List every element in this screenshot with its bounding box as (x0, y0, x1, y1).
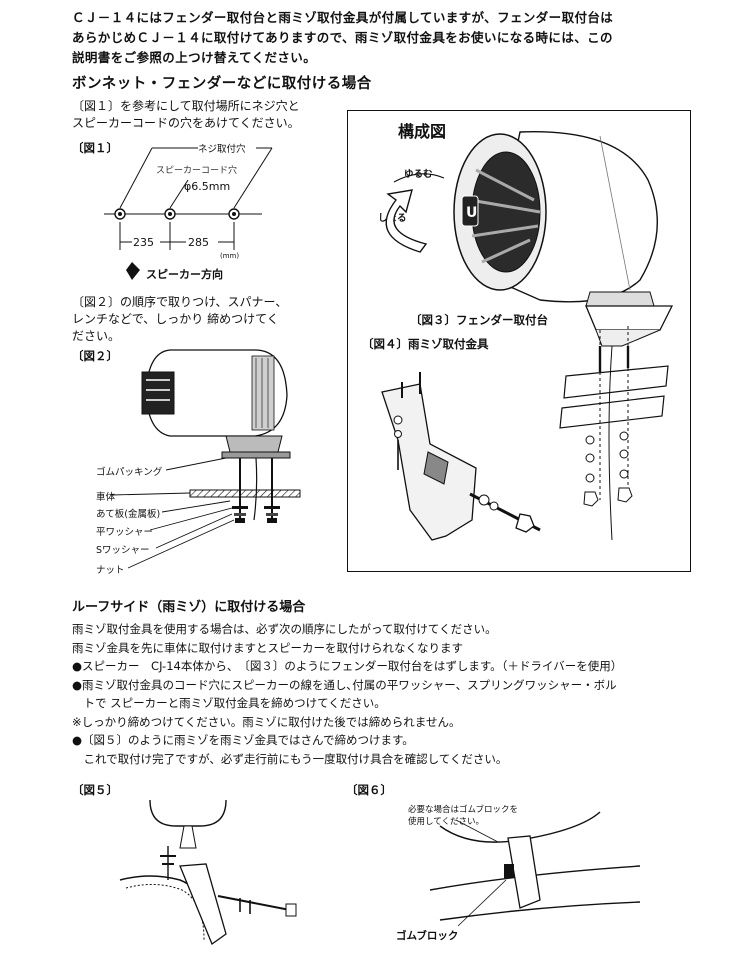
svg-text:U: U (466, 205, 477, 221)
instruction-line: スピーカーコードの穴をあけてください。 (72, 116, 300, 130)
fig1-diameter: φ6.5mm (184, 180, 231, 193)
rotate-arrow-icon (385, 189, 428, 253)
fig6-label: 〔図６〕 (346, 783, 392, 797)
rubber-block (504, 864, 514, 878)
roof-line: ●〔図５〕のように雨ミゾを雨ミゾ金具ではさんで締めつけます。 (72, 733, 414, 747)
roof-line: ●雨ミゾ取付金具のコード穴にスピーカーの線を通し､付属の平ワッシャー、スプリング… (72, 677, 617, 692)
instruction-2: 〔図２〕の順序で取りつけ、スパナー、 レンチなどで、しっかり 締めつけてく ださ… (72, 294, 287, 345)
roof-line: ※しっかり締めつけてください。雨ミゾに取付けた後では締められません。 (72, 714, 461, 729)
fig6-block-label: ゴムブロック (396, 930, 459, 942)
fig3-label: 〔図３〕フェンダー取付台 (410, 313, 548, 327)
fig2-rubber-label: ゴムパッキング (96, 467, 163, 478)
instruction-line: レンチなどで、しっかり 締めつけてく (72, 312, 279, 326)
fig1-screw-hole-label: ネジ取付穴 (198, 144, 246, 155)
intro-line: あらかじめＣＪ－１４に取付けてありますので、雨ミゾ取付金具をお使いになる時には、… (72, 30, 613, 45)
fig1-cord-hole-label: スピーカーコード穴 (156, 166, 238, 176)
fig1-dim-left: 235 (133, 236, 154, 249)
instruction-1: 〔図１〕を参考にして取付場所にネジ穴と スピーカーコードの穴をあけてください。 (72, 98, 300, 132)
intro-line: ＣＪ－１４にはフェンダー取付台と雨ミゾ取付金具が付属していますが、フェンダー取付… (72, 10, 614, 25)
fig1-unit: (mm) (220, 252, 240, 260)
composition-title: 構成図 (398, 122, 447, 141)
fig1-direction-label: スピーカー方向 (146, 268, 223, 281)
roof-section-body: 雨ミゾ取付金具を使用する場合は、必ず次の順序にしたがって取付けてください。 雨ミ… (72, 620, 622, 768)
intro-line: 説明書をご参照の上つけ替えてください。 (72, 50, 317, 65)
fig2-plate-label: あて板(金属板) (96, 509, 161, 520)
composition-diagram-box (347, 110, 691, 572)
fig2-body-label: 車体 (96, 492, 116, 503)
roof-line: トで スピーカーと雨ミゾ取付金具を締めつけてください。 (72, 696, 386, 710)
fig1-dim-right: 285 (188, 236, 209, 249)
fig2-flat-washer-label: 平ワッシャー (96, 527, 154, 538)
roof-line: 雨ミゾ金具を先に車体に取付けますとスピーカーを取付けられなくなります (72, 640, 463, 655)
roof-section-heading: ルーフサイド（雨ミゾ）に取付ける場合 (72, 600, 306, 615)
direction-arrow-icon (126, 262, 140, 280)
fig2-label: 〔図２〕 (72, 349, 118, 363)
fig5-label: 〔図５〕 (72, 783, 118, 797)
fig6-note: 必要な場合はゴムブロックを 使用してください。 (408, 804, 518, 828)
fig4-label: 〔図４〕雨ミゾ取付金具 (362, 337, 489, 351)
fig6-note-line: 必要な場合はゴムブロックを (408, 805, 518, 815)
roof-line: 雨ミゾ取付金具を使用する場合は、必ず次の順序にしたがって取付けてください。 (72, 622, 497, 636)
instruction-line: 〔図２〕の順序で取りつけ、スパナー、 (72, 295, 288, 309)
fig1-label: 〔図１〕 (72, 141, 118, 155)
instruction-line: ださい。 (72, 329, 121, 343)
fig6-note-line: 使用してください。 (408, 817, 484, 827)
instruction-line: 〔図１〕を参考にして取付場所にネジ穴と (72, 99, 300, 113)
intro-paragraph: ＣＪ－１４にはフェンダー取付台と雨ミゾ取付金具が付属していますが、フェンダー取付… (72, 8, 712, 68)
roof-line: ●スピーカー CJ-14本体から、 〔図３〕のようにフェンダー取付台をはずします… (72, 659, 623, 673)
fender-section-heading: ボンネット・フェンダーなどに取付ける場合 (72, 76, 372, 92)
fig2-nut-label: ナット (96, 565, 125, 576)
roof-line: これで取付け完了ですが、必ず走行前にもう一度取付け具合を確認してください。 (72, 751, 508, 766)
fig2-s-washer-label: Sワッシャー (96, 545, 150, 556)
